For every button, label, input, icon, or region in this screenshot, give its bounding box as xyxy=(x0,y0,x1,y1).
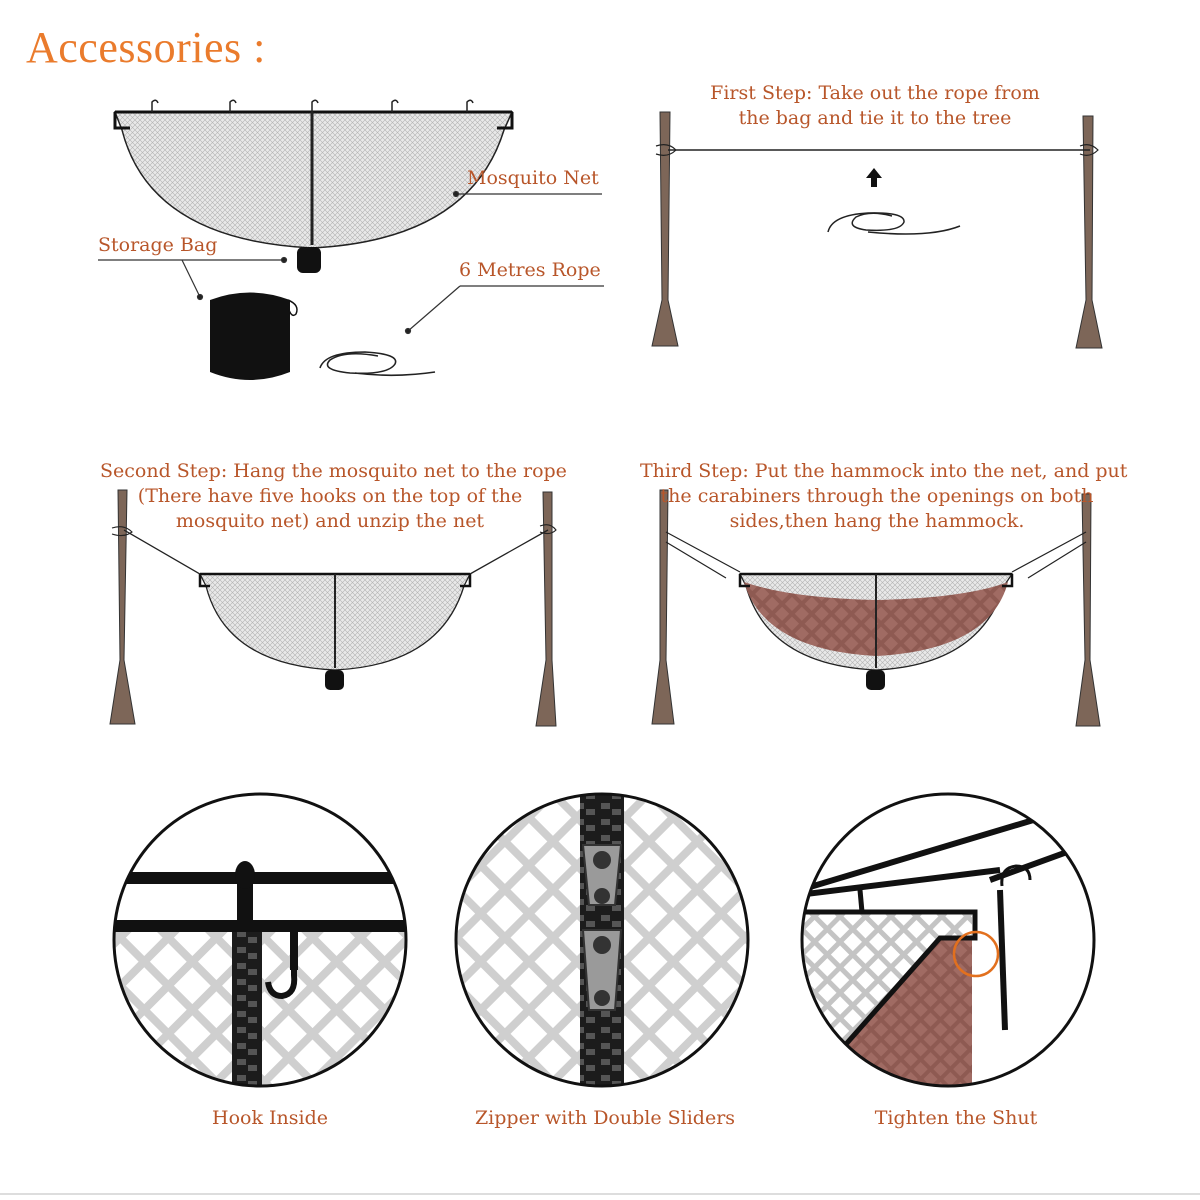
caption-hook-inside: Hook Inside xyxy=(212,1107,328,1129)
third-step-line-2: the carabiners through the openings on b… xyxy=(660,485,1094,507)
caption-zipper: Zipper with Double Sliders xyxy=(474,1107,736,1129)
first-step-illustration xyxy=(651,111,1103,349)
third-step-text: Third Step: Put the hammock into the net… xyxy=(640,459,1128,534)
storage-bag-illustration xyxy=(210,292,298,380)
mosquito-net-illustration xyxy=(113,99,514,273)
caption-tighten-shut: Tighten the Shut xyxy=(874,1107,1038,1129)
second-step-line-2: (There have five hooks on the top of the xyxy=(137,485,523,507)
highlight-ring xyxy=(952,930,1000,978)
rope-coil-illustration xyxy=(319,351,436,377)
hook-inside-detail xyxy=(112,792,408,1088)
label-storage-bag: Storage Bag xyxy=(98,234,218,256)
tighten-shut-detail xyxy=(800,792,1096,1088)
page-title: Accessories : xyxy=(26,23,266,72)
zipper-detail xyxy=(454,792,750,1088)
first-step-text: First Step: Take out the rope from the b… xyxy=(690,81,1060,131)
label-leader-lines xyxy=(98,190,604,335)
second-step-line-3: mosquito net) and unzip the net xyxy=(175,510,485,532)
second-step-line-1: Second Step: Hang the mosquito net to th… xyxy=(100,460,567,482)
first-step-line-2: the bag and tie it to the tree xyxy=(738,107,1012,129)
label-mosquito-net: Mosquito Net xyxy=(467,167,599,189)
second-step-text: Second Step: Hang the mosquito net to th… xyxy=(100,459,567,534)
zipper-slider-upper xyxy=(581,844,623,906)
first-step-line-1: First Step: Take out the rope from xyxy=(710,82,1040,104)
third-step-line-3: sides,then hang the hammock. xyxy=(729,510,1025,532)
zipper-slider-lower xyxy=(581,929,623,1011)
label-rope: 6 Metres Rope xyxy=(459,259,601,281)
second-step-illustration xyxy=(109,489,557,727)
third-step-illustration xyxy=(651,489,1101,727)
third-step-line-1: Third Step: Put the hammock into the net… xyxy=(640,460,1128,482)
